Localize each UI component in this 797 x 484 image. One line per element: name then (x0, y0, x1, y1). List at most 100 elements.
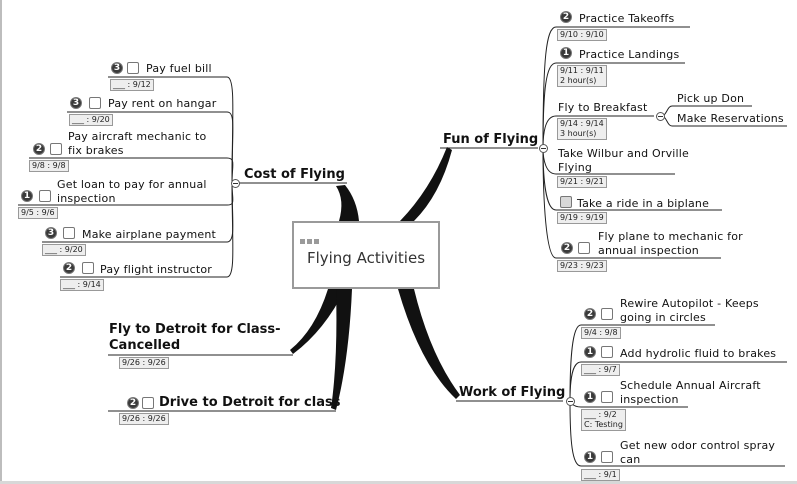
checkbox-hydrolic[interactable] (601, 346, 613, 358)
task-rewire-autopilot-line1: Rewire Autopilot - Keeps (620, 297, 759, 310)
checkbox-hangar[interactable] (89, 97, 101, 109)
dates-annual-range: ___ : 9/2 (584, 410, 617, 419)
notes-icon[interactable] (560, 196, 572, 208)
task-biplane-ride[interactable]: Take a ride in a biplane (577, 197, 710, 210)
checkbox-fuel[interactable] (127, 62, 139, 74)
dates-breakfast-range: 9/14 : 9/14 (560, 119, 604, 128)
priority-drive-detroit-icon[interactable]: 2 (127, 397, 139, 409)
collapse-breakfast-icon[interactable] (656, 112, 665, 121)
task-schedule-annual-line1: Schedule Annual Aircraft (620, 379, 761, 392)
dates-instructor: ___ : 9/14 (60, 279, 104, 291)
collapse-work-icon[interactable] (566, 397, 575, 406)
checkbox-loan[interactable] (39, 190, 51, 202)
subtask-pick-up-don[interactable]: Pick up Don (677, 92, 745, 105)
collapse-fun-icon[interactable] (539, 144, 548, 153)
task-practice-landings[interactable]: Practice Landings (579, 48, 680, 61)
task-pay-rent-hangar[interactable]: Pay rent on hangar (108, 97, 217, 110)
task-get-loan-line2: inspection (57, 192, 116, 205)
branch-fun (400, 147, 452, 221)
checkbox-instructor[interactable] (82, 262, 94, 274)
checkbox-odor[interactable] (601, 451, 613, 463)
priority-autopilot-icon[interactable]: 2 (584, 308, 596, 320)
topic-menu-icon[interactable] (300, 229, 321, 248)
dates-biplane: 9/19 : 9/19 (557, 212, 607, 224)
task-odor-spray-line1: Get new odor control spray (620, 439, 776, 452)
checkbox-fly-mechanic[interactable] (578, 242, 590, 254)
conn-work-3 (569, 400, 785, 467)
subtask-make-reservations[interactable]: Make Reservations (677, 112, 784, 125)
branch-detroit-cancelled (290, 289, 345, 354)
priority-hydrolic-icon[interactable]: 1 (584, 346, 596, 358)
dates-payment: ___ : 9/20 (42, 244, 86, 256)
task-rewire-autopilot-line2: going in circles (620, 311, 706, 324)
topic-cost-of-flying[interactable]: Cost of Flying (244, 167, 345, 182)
conn-cost-1 (67, 111, 234, 184)
priority-fuel-icon[interactable]: 3 (111, 62, 123, 74)
topic-detroit-cancelled-line2: Cancelled (109, 338, 181, 353)
checkbox-mechanic[interactable] (50, 143, 62, 155)
task-pay-mechanic-line2: fix brakes (68, 144, 124, 157)
dates-drive-detroit: 9/26 : 9/26 (119, 413, 169, 425)
dates-wilbur-orville: 9/21 : 9/21 (557, 176, 607, 188)
priority-landings-icon[interactable]: 1 (560, 47, 572, 59)
central-topic-title: Flying Activities (306, 249, 426, 267)
dates-autopilot: 9/4 : 9/8 (581, 327, 621, 339)
priority-mechanic-icon[interactable]: 2 (33, 143, 45, 155)
priority-loan-icon[interactable]: 1 (21, 190, 33, 202)
checkbox-autopilot[interactable] (601, 308, 613, 320)
dates-fly-mechanic: 9/23 : 9/23 (557, 260, 607, 272)
task-schedule-annual-line2: inspection (620, 393, 679, 406)
topic-detroit-cancelled-line1: Fly to Detroit for Class- (109, 322, 281, 337)
topic-drive-to-detroit[interactable]: Drive to Detroit for class (159, 395, 341, 410)
dates-breakfast: 9/14 : 9/14 3 hour(s) (557, 118, 607, 140)
priority-hangar-icon[interactable]: 3 (70, 97, 82, 109)
canvas-bottom-edge (0, 481, 797, 484)
task-wilbur-orville-line2: Flying (558, 161, 593, 174)
conn-work-1 (569, 361, 787, 402)
task-wilbur-orville-line1: Take Wilbur and Orville (558, 147, 690, 160)
dates-hydrolic: ___ : 9/7 (581, 364, 620, 376)
task-pay-instructor[interactable]: Pay flight instructor (100, 263, 213, 276)
checkbox-payment[interactable] (63, 227, 75, 239)
dates-loan: 9/5 : 9/6 (18, 207, 58, 219)
topic-work-of-flying[interactable]: Work of Flying (459, 385, 566, 400)
task-pay-fuel-bill[interactable]: Pay fuel bill (146, 62, 212, 75)
conn-cost-2 (29, 157, 234, 184)
priority-payment-icon[interactable]: 3 (45, 227, 57, 239)
conn-fun-1 (542, 62, 685, 149)
task-get-loan-line1: Get loan to pay for annual (57, 178, 207, 191)
duration-landings: 2 hour(s) (560, 76, 597, 85)
central-topic[interactable]: Flying Activities (292, 221, 440, 289)
dates-landings-range: 9/11 : 9/11 (560, 66, 604, 75)
branch-cost (336, 185, 359, 221)
dates-hangar: ___ : 9/20 (69, 114, 113, 126)
resource-annual: C: Testing (584, 420, 623, 429)
dates-annual: ___ : 9/2 C: Testing (581, 409, 626, 431)
dates-detroit-cancelled: 9/26 : 9/26 (119, 357, 169, 369)
task-practice-takeoffs[interactable]: Practice Takeoffs (579, 12, 675, 25)
task-hydrolic-fluid[interactable]: Add hydrolic fluid to brakes (620, 347, 777, 360)
dates-fuel: ___ : 9/12 (110, 79, 154, 91)
canvas-left-edge (0, 0, 2, 484)
checkbox-annual[interactable] (601, 391, 613, 403)
task-fly-to-mechanic-line1: Fly plane to mechanic for (598, 230, 743, 243)
topic-fun-of-flying[interactable]: Fun of Flying (443, 132, 539, 147)
task-airplane-payment[interactable]: Make airplane payment (82, 228, 217, 241)
checkbox-drive-detroit[interactable] (142, 397, 154, 409)
priority-takeoffs-icon[interactable]: 2 (560, 11, 572, 23)
priority-fly-mechanic-icon[interactable]: 2 (561, 242, 573, 254)
priority-instructor-icon[interactable]: 2 (63, 262, 75, 274)
priority-annual-icon[interactable]: 1 (584, 391, 596, 403)
conn-fun-2 (542, 115, 654, 149)
branch-drive-detroit (331, 289, 352, 410)
task-odor-spray-line2: can (620, 453, 641, 466)
dates-odor: ___ : 9/1 (581, 469, 620, 481)
task-fly-to-breakfast[interactable]: Fly to Breakfast (558, 101, 648, 114)
priority-odor-icon[interactable]: 1 (584, 451, 596, 463)
collapse-cost-icon[interactable] (231, 179, 240, 188)
conn-fun-5 (542, 147, 721, 259)
duration-breakfast: 3 hour(s) (560, 129, 597, 138)
dates-landings: 9/11 : 9/11 2 hour(s) (557, 65, 607, 87)
